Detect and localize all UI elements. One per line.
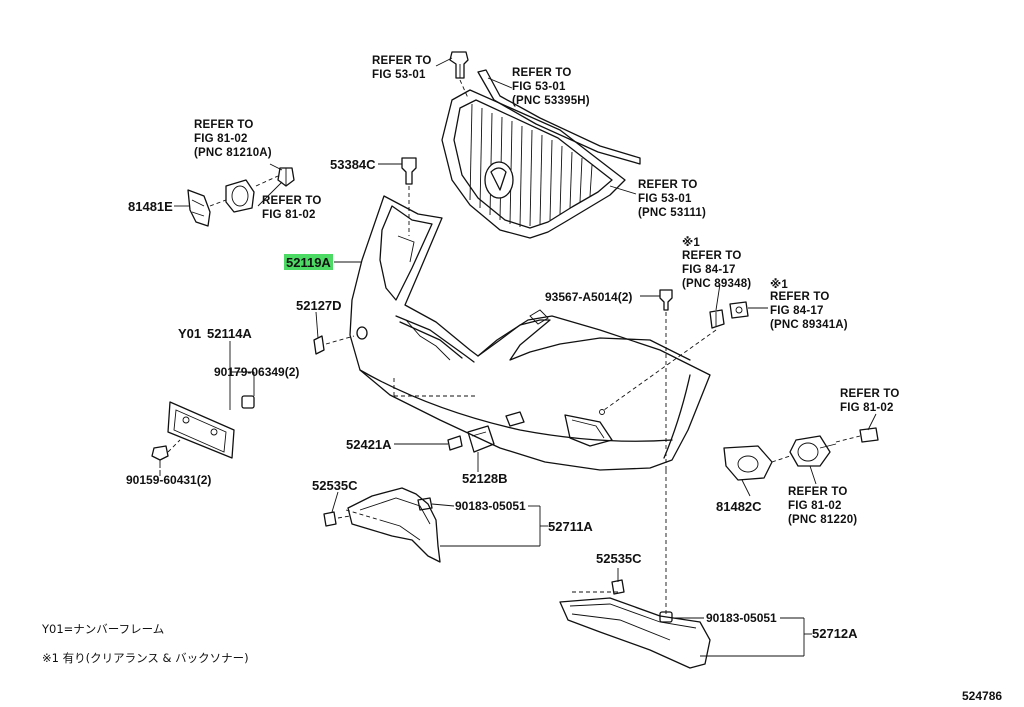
refer-line: FIG 81-02 (840, 402, 894, 414)
part-number-90183-lower[interactable]: 90183-05051 (706, 611, 777, 625)
refer-note-fog-bulb: REFER TO FIG 81-02 (840, 388, 900, 414)
refer-line: FIG 81-02 (262, 209, 316, 221)
refer-line: REFER TO (770, 291, 830, 303)
refer-line: REFER TO (638, 179, 698, 191)
part-number-Y01[interactable]: Y01 (178, 326, 201, 341)
refer-note-emblem: REFER TO FIG 53-01 (PNC 53111) (638, 179, 706, 219)
clearance-sensor (729, 301, 749, 319)
part-number-93567[interactable]: 93567-A5014(2) (545, 290, 632, 304)
fog-lamp-cover (723, 445, 773, 481)
refer-line: REFER TO (788, 486, 848, 498)
part-number-52119A[interactable]: 52119A (286, 255, 331, 270)
lower-undercover-left (347, 487, 441, 563)
refer-line: REFER TO (194, 119, 254, 131)
refer-line: FIG 81-02 (788, 500, 842, 512)
refer-note-fog: REFER TO FIG 81-02 (PNC 81220) (788, 486, 857, 526)
part-number-52711A[interactable]: 52711A (548, 519, 593, 534)
clip-nut-icon (241, 395, 255, 409)
refer-line: FIG 84-17 (770, 305, 824, 317)
front-bumper-cover (349, 195, 711, 471)
part-number-90179[interactable]: 90179-06349(2) (214, 365, 299, 379)
clip-icon (659, 611, 673, 623)
refer-note-sensor-2: ※1 REFER TO FIG 84-17 (PNC 89341A) (770, 277, 848, 331)
part-number-90183[interactable]: 90183-05051 (455, 499, 526, 513)
legend-y01: Y01=ナンバーフレーム (41, 622, 164, 636)
lower-spoiler (559, 597, 711, 669)
refer-line: ※1 (770, 277, 788, 291)
refer-line: FIG 81-02 (194, 133, 248, 145)
part-number-52114A[interactable]: 52114A (207, 326, 252, 341)
refer-line: (PNC 81220) (788, 514, 857, 526)
bulb-socket-icon (277, 167, 295, 187)
refer-line: REFER TO (682, 250, 742, 262)
part-number-52712A[interactable]: 52712A (812, 626, 858, 641)
refer-note-grille: REFER TO FIG 53-01 (372, 55, 432, 81)
refer-line: REFER TO (840, 388, 900, 400)
side-marker-lamp (225, 179, 255, 213)
figure-number: 524786 (962, 689, 1002, 703)
clip-icon (417, 497, 433, 511)
refer-line: FIG 84-17 (682, 264, 736, 276)
part-number-52535C[interactable]: 52535C (312, 478, 358, 493)
grille-molding-strip (477, 69, 641, 165)
lamp-bracket (187, 189, 211, 227)
part-number-90159[interactable]: 90159-60431(2) (126, 473, 211, 487)
fastener-icon (401, 157, 417, 185)
refer-line: (PNC 89341A) (770, 319, 848, 331)
refer-note-lamp: REFER TO FIG 81-02 (PNC 81210A) (194, 119, 272, 159)
clip-icon (611, 579, 625, 595)
part-number-52128B[interactable]: 52128B (462, 471, 508, 486)
screw-icon (151, 445, 169, 468)
part-number-53384C[interactable]: 53384C (330, 157, 376, 172)
part-number-52119A-highlighted[interactable]: 52119A (284, 254, 333, 270)
radiator-grille (441, 89, 626, 239)
refer-line: (PNC 53395H) (512, 95, 590, 107)
license-plate-bracket (167, 401, 235, 459)
highlight-box (284, 254, 333, 270)
refer-line: FIG 53-01 (638, 193, 692, 205)
refer-line: FIG 53-01 (512, 81, 566, 93)
clip-icon (449, 51, 469, 79)
refer-line: ※1 (682, 235, 700, 249)
refer-line: REFER TO (512, 67, 572, 79)
part-number-52421A[interactable]: 52421A (346, 437, 392, 452)
refer-line: (PNC 89348) (682, 278, 751, 290)
refer-line: (PNC 53111) (638, 207, 706, 219)
tow-eye-cap (467, 425, 495, 453)
part-number-52127D[interactable]: 52127D (296, 298, 342, 313)
refer-note-molding: REFER TO FIG 53-01 (PNC 53395H) (512, 67, 590, 107)
refer-line: (PNC 81210A) (194, 147, 272, 159)
leader-lines (159, 57, 877, 657)
part-number-81481E[interactable]: 81481E (128, 199, 173, 214)
refer-line: REFER TO (262, 195, 322, 207)
refer-line: FIG 53-01 (372, 69, 426, 81)
part-number-81482C[interactable]: 81482C (716, 499, 762, 514)
clip-icon (323, 511, 337, 527)
bolt-icon (659, 289, 673, 311)
sensor-retainer (709, 309, 725, 329)
fog-bulb-icon (859, 427, 879, 443)
legend-note-1: ※1 有り(クリアランス & バックソナー) (42, 651, 249, 665)
refer-line: REFER TO (372, 55, 432, 67)
refer-note-lamp-bulb: REFER TO FIG 81-02 (262, 195, 322, 221)
part-number-52535C-lower[interactable]: 52535C (596, 551, 642, 566)
fog-lamp-assembly (789, 435, 837, 467)
tow-hook-cover (447, 435, 463, 451)
refer-note-sensor: ※1 REFER TO FIG 84-17 (PNC 89348) (682, 235, 751, 290)
grommet-icon (313, 335, 325, 355)
